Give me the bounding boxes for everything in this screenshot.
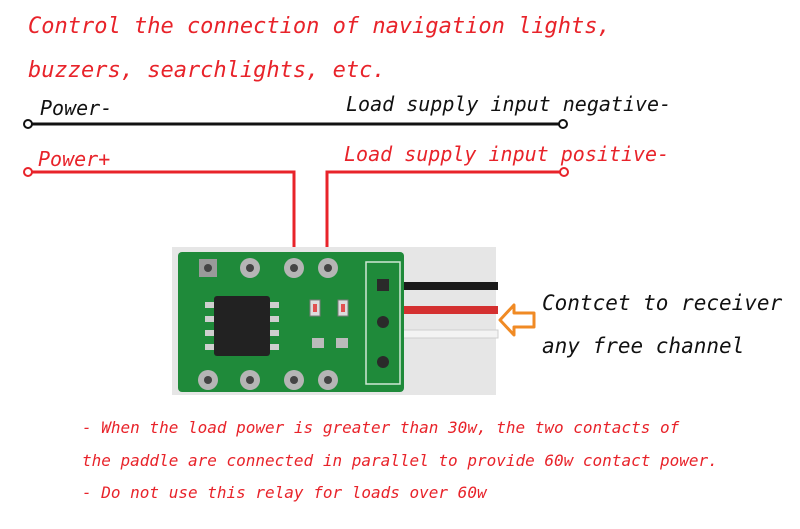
receiver-label-line-2: any free channel bbox=[542, 334, 745, 358]
top-solder-pads bbox=[199, 258, 338, 278]
receiver-label-line-1: Contcet to receiver bbox=[542, 291, 783, 315]
receiver-header-outline bbox=[365, 261, 401, 385]
receiver-cable-black bbox=[400, 282, 498, 290]
positive-terminal-left bbox=[23, 167, 33, 177]
title-line-1: Control the connection of navigation lig… bbox=[28, 14, 611, 39]
receiver-cable-red bbox=[400, 306, 498, 314]
load-positive-label: Load supply input positive- bbox=[344, 142, 670, 166]
left-arrow-icon bbox=[498, 303, 536, 337]
bottom-solder-pads bbox=[198, 370, 338, 390]
power-minus-label: Power- bbox=[40, 96, 113, 120]
negative-terminal-right bbox=[558, 119, 568, 129]
relay-chip bbox=[214, 296, 270, 356]
load-negative-label: Load supply input negative- bbox=[346, 92, 672, 116]
header-pad-2 bbox=[377, 316, 389, 328]
note-line-3: - Do not use this relay for loads over 6… bbox=[82, 483, 487, 502]
positive-terminal-right bbox=[559, 167, 569, 177]
relay-pcb bbox=[178, 252, 404, 392]
note-line-2: the paddle are connected in parallel to … bbox=[82, 451, 718, 470]
power-plus-label: Power+ bbox=[38, 147, 111, 171]
header-pad-3 bbox=[377, 356, 389, 368]
receiver-cable-white bbox=[399, 329, 499, 339]
note-line-1: - When the load power is greater than 30… bbox=[82, 418, 680, 437]
header-pad-1 bbox=[377, 279, 389, 291]
negative-terminal-left bbox=[23, 119, 33, 129]
title-line-2: buzzers, searchlights, etc. bbox=[28, 58, 386, 83]
